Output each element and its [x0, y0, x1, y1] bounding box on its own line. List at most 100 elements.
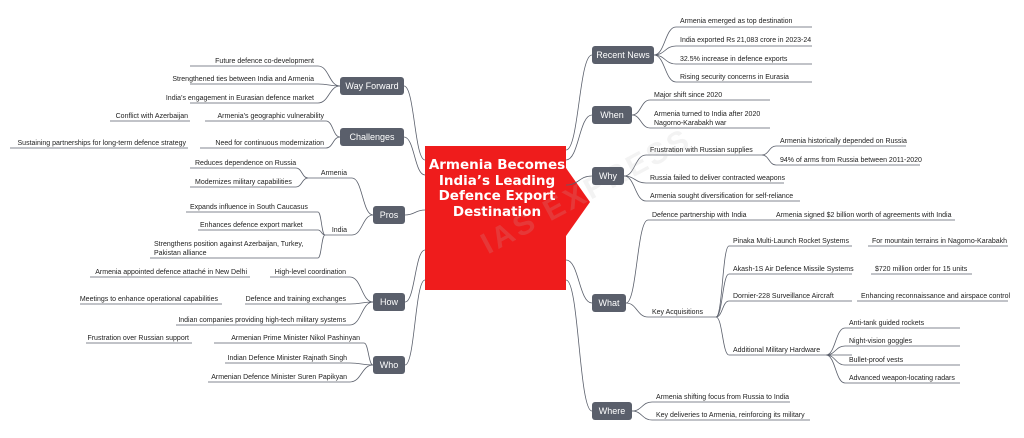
acquisition-dornier-detail: Enhancing reconnaissance and airspace co…: [861, 293, 1011, 300]
connector-line: [295, 177, 309, 188]
branch-way-forward[interactable]: Way Forward: [340, 77, 404, 95]
acquisition-dornier: Dornier-228 Surveillance Aircraft: [733, 293, 834, 300]
recent-news-item: Rising security concerns in Eurasia: [680, 74, 789, 81]
connector-line: [317, 65, 341, 87]
when-item: Major shift since 2020: [654, 92, 723, 99]
central-topic: Armenia Becomes India’s Leading Defence …: [428, 157, 566, 220]
recent-news-item: India exported Rs 21,083 crore in 2023-2…: [680, 37, 812, 44]
acquisition-pinaka: Pinaka Multi-Launch Rocket Systems: [733, 238, 849, 245]
connector-line: [317, 234, 326, 259]
hardware-item: Anti-tank guided rockets: [849, 320, 925, 327]
pros-india: India: [331, 227, 347, 234]
connector-line: [825, 327, 846, 356]
connector-line: [761, 154, 777, 166]
connector-who: [404, 279, 426, 366]
connector-line: [715, 245, 730, 318]
why-frustration: Frustration with Russian supplies: [650, 147, 753, 154]
way-forward-item: Future defence co-development: [215, 58, 314, 65]
connector-line: [631, 114, 651, 129]
why-frustration-item: 94% of arms from Russia between 2011-202…: [780, 157, 922, 164]
where-item: Key deliveries to Armenia, reinforcing i…: [656, 412, 805, 419]
connector-recent-news: [565, 54, 593, 151]
how-attache: Armenia appointed defence attaché in New…: [95, 269, 247, 276]
connector-line: [631, 410, 653, 421]
challenges-vulnerability: Armenia’s geographic vulnerability: [217, 113, 324, 120]
connector-line: [363, 342, 374, 366]
why-frustration-item: Armenia historically depended on Russia: [780, 138, 907, 145]
connector-line: [349, 364, 374, 383]
why-item: Armenia sought diversification for self-…: [650, 193, 794, 200]
recent-news-item: 32.5% increase in defence exports: [680, 56, 788, 63]
branch-why[interactable]: Why: [592, 167, 624, 185]
how-coordination: High-level coordination: [274, 269, 346, 276]
central-topic-shape: [425, 146, 590, 290]
connector-where: [565, 279, 593, 412]
connector-line: [351, 214, 374, 236]
branch-how[interactable]: How: [373, 293, 405, 311]
branch-pros[interactable]: Pros: [373, 206, 405, 224]
hardware-item: Advanced weapon-locating radars: [849, 375, 955, 382]
connector-line: [325, 120, 341, 138]
pros-india-item: Expands influence in South Caucasus: [190, 204, 308, 211]
pros-armenia-item: Reduces dependence on Russia: [195, 160, 297, 167]
what-partnership: Defence partnership with India: [652, 212, 747, 219]
connector-line: [625, 302, 649, 318]
who-pm: Armenian Prime Minister Nikol Pashinyan: [231, 335, 360, 342]
connector-line: [623, 154, 647, 177]
how-exchanges: Defence and training exchanges: [245, 296, 346, 303]
connector-line: [349, 276, 374, 303]
connector-line: [317, 229, 326, 236]
connector-challenges: [403, 136, 426, 176]
connector-line: [825, 354, 846, 384]
challenges-sustaining: Sustaining partnerships for long-term de…: [17, 140, 186, 147]
acquisition-hardware: Additional Military Hardware: [733, 347, 821, 354]
connector-line: [825, 354, 846, 366]
connector-line: [623, 175, 647, 202]
connector-way-forward: [403, 85, 426, 161]
acquisition-pinaka-detail: For mountain terrains in Nagorno-Karabak…: [872, 238, 1008, 245]
recent-news-item: Armenia emerged as top destination: [680, 18, 793, 25]
connector-line: [625, 219, 649, 304]
branch-recent-news[interactable]: Recent News: [592, 46, 654, 64]
branch-when[interactable]: When: [592, 106, 632, 124]
pros-armenia-item: Modernizes military capabilities: [195, 179, 292, 186]
who-item: Indian Defence Minister Rajnath Singh: [227, 355, 347, 362]
connector-how: [404, 249, 426, 303]
who-pm-frustration: Frustration over Russian support: [87, 335, 189, 342]
connector-line: [653, 54, 677, 83]
who-item: Armenian Defence Minister Suren Papikyan: [211, 374, 347, 381]
challenges-conflict: Conflict with Azerbaijan: [115, 113, 188, 120]
connector-line: [653, 45, 677, 56]
challenges-modernization: Need for continuous modernization: [215, 140, 324, 147]
what-partnership-detail: Armenia signed $2 billion worth of agree…: [776, 212, 952, 219]
when-item: Nagorno-Karabakh war: [654, 120, 727, 127]
connector-line: [317, 85, 341, 104]
connector-what: [565, 259, 593, 304]
what-key-acquisitions: Key Acquisitions: [652, 309, 703, 316]
connector-line: [631, 401, 653, 412]
connector-line: [653, 26, 677, 56]
branch-where[interactable]: Where: [592, 402, 632, 420]
branch-what[interactable]: What: [592, 294, 626, 312]
pros-india-item: Strengthens position against Azerbaijan,…: [154, 241, 304, 257]
when-item: Armenia turned to India after 2020: [654, 111, 761, 118]
pros-armenia: Armenia: [320, 170, 347, 177]
connector-line: [761, 145, 777, 156]
connector-line: [715, 273, 730, 318]
hardware-item: Bullet-proof vests: [849, 357, 904, 364]
pros-india-item: Enhances defence export market: [200, 222, 303, 229]
branch-challenges[interactable]: Challenges: [340, 128, 404, 146]
connector-line: [715, 300, 730, 318]
how-companies: Indian companies providing high-tech mil…: [178, 317, 346, 324]
where-item: Armenia shifting focus from Russia to In…: [656, 394, 790, 401]
connector-line: [351, 177, 374, 216]
way-forward-item: Strengthened ties between India and Arme…: [172, 76, 314, 83]
way-forward-item: India’s engagement in Eurasian defence m…: [165, 95, 314, 102]
how-meetings: Meetings to enhance operational capabili…: [79, 296, 218, 303]
connector-line: [325, 136, 341, 149]
connector-line: [317, 211, 326, 236]
connector-line: [715, 316, 730, 356]
branch-who[interactable]: Who: [373, 356, 405, 374]
